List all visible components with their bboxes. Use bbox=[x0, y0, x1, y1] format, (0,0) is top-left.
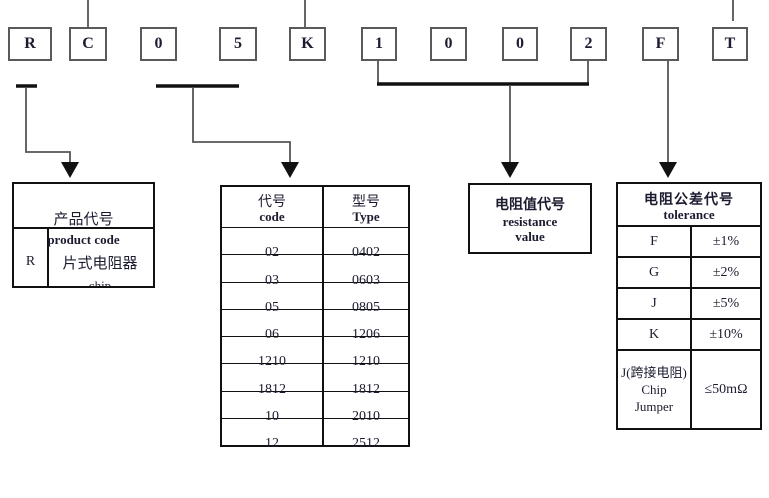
product-table-title-en: product code bbox=[47, 232, 120, 247]
size-table-row: 06 1206 bbox=[222, 308, 408, 342]
pn-box-value-4: 2 bbox=[570, 27, 607, 61]
tolerance-value: ±10% bbox=[690, 320, 760, 349]
size-type: 2512 bbox=[352, 436, 380, 451]
value-arrowhead bbox=[501, 162, 519, 178]
product-desc-en: chip bbox=[88, 278, 112, 288]
size-type: 2010 bbox=[352, 408, 380, 424]
product-table-title-cn: 产品代号 bbox=[53, 212, 114, 228]
size-connector bbox=[192, 88, 291, 164]
size-table-row: 1812 1812 bbox=[222, 363, 408, 397]
pn-box-tolerance-k: K bbox=[289, 27, 326, 61]
resistance-title-en2: value bbox=[515, 228, 545, 244]
tolerance-row: G ±2% bbox=[618, 256, 760, 287]
size-header-type-cn: 型号 bbox=[352, 195, 380, 210]
size-code: 1210 bbox=[258, 354, 286, 370]
size-type: 0805 bbox=[352, 299, 380, 315]
tolerance-title-en: tolerance bbox=[663, 206, 715, 222]
size-code: 02 bbox=[265, 245, 279, 261]
size-table-row: 1210 1210 bbox=[222, 336, 408, 369]
size-table-row: 03 0603 bbox=[222, 254, 408, 288]
pn-box-size-2: 5 bbox=[219, 27, 257, 61]
product-table-row-divider bbox=[14, 227, 153, 229]
tolerance-table-header: 电阻公差代号 tolerance bbox=[618, 184, 760, 225]
size-header-code-en: code bbox=[259, 209, 285, 224]
pn-box-series: C bbox=[69, 27, 107, 61]
size-arrowhead bbox=[281, 162, 299, 178]
tolerance-table: 电阻公差代号 tolerance F ±1% G ±2% J ±5% K ±10… bbox=[616, 182, 762, 430]
pn-box-packing: T bbox=[712, 27, 748, 61]
tolerance-value: ±2% bbox=[690, 258, 760, 287]
pn-box-value-3: 0 bbox=[502, 27, 538, 61]
tolerance-code: F bbox=[650, 233, 658, 249]
size-type: 1812 bbox=[352, 381, 380, 397]
tolerance-title-cn: 电阻公差代号 bbox=[644, 192, 734, 208]
size-code: 1812 bbox=[258, 381, 286, 397]
r-connector bbox=[25, 87, 71, 164]
size-header-code-cn: 代号 bbox=[258, 195, 286, 210]
tolerance-value: ±5% bbox=[690, 289, 760, 318]
size-table-row: 10 2010 bbox=[222, 390, 408, 424]
jumper-code-cn: J(跨接电阻) bbox=[621, 365, 687, 380]
pn-box-value-1: 1 bbox=[361, 27, 397, 61]
tolerance-arrowhead bbox=[659, 162, 677, 178]
tolerance-row: K ±10% bbox=[618, 318, 760, 349]
jumper-code-en2: Jumper bbox=[634, 399, 674, 414]
size-header-type-en: Type bbox=[352, 209, 380, 224]
resistance-title-en1: resistance bbox=[502, 213, 558, 229]
pn-box-size-1: 0 bbox=[140, 27, 177, 61]
size-code: 06 bbox=[265, 327, 279, 342]
size-code: 05 bbox=[265, 299, 279, 315]
pn-box-value-2: 0 bbox=[430, 27, 467, 61]
tolerance-code: K bbox=[648, 326, 660, 342]
size-type: 1210 bbox=[352, 354, 380, 370]
tolerance-code: J bbox=[651, 295, 657, 311]
product-table-column-divider bbox=[47, 229, 49, 286]
size-table-row: 05 0805 bbox=[222, 281, 408, 315]
tolerance-jumper-code: J(跨接电阻) Chip Jumper bbox=[618, 351, 690, 428]
size-table-header: 代号 code 型号 Type bbox=[222, 187, 408, 227]
jumper-code-en1: Chip bbox=[641, 382, 667, 397]
tolerance-value: ±1% bbox=[690, 227, 760, 256]
tolerance-row: J ±5% bbox=[618, 287, 760, 318]
size-table-row: 12 2512 bbox=[222, 417, 408, 451]
product-code-cell: R bbox=[25, 254, 36, 269]
tolerance-jumper-value: ≤50mΩ bbox=[690, 351, 760, 428]
size-header-code: 代号 code bbox=[222, 187, 322, 227]
size-code: 10 bbox=[265, 408, 279, 424]
product-desc-cn: 片式电阻器 bbox=[62, 256, 138, 272]
tolerance-jumper-row: J(跨接电阻) Chip Jumper ≤50mΩ bbox=[618, 349, 760, 428]
size-type: 0402 bbox=[352, 245, 380, 261]
size-header-type: 型号 Type bbox=[322, 187, 408, 227]
size-table-row: 02 0402 bbox=[222, 227, 408, 260]
resistance-title-cn: 电阻值代号 bbox=[495, 197, 565, 213]
tolerance-code: G bbox=[648, 264, 660, 280]
size-type: 1206 bbox=[352, 327, 380, 342]
size-type: 0603 bbox=[352, 272, 380, 288]
resistance-value-box: 电阻值代号 resistance value bbox=[468, 183, 592, 254]
r-arrowhead bbox=[61, 162, 79, 178]
pn-box-product: R bbox=[8, 27, 52, 61]
pn-box-tolerance-f: F bbox=[642, 27, 679, 61]
product-code-table: 产品代号 product code R 片式电阻器 chip bbox=[12, 182, 155, 288]
size-code-table: 代号 code 型号 Type 02 0402 03 0603 05 0805 … bbox=[220, 185, 410, 451]
size-code: 03 bbox=[265, 272, 279, 288]
size-code: 12 bbox=[265, 436, 279, 451]
tolerance-row: F ±1% bbox=[618, 225, 760, 256]
